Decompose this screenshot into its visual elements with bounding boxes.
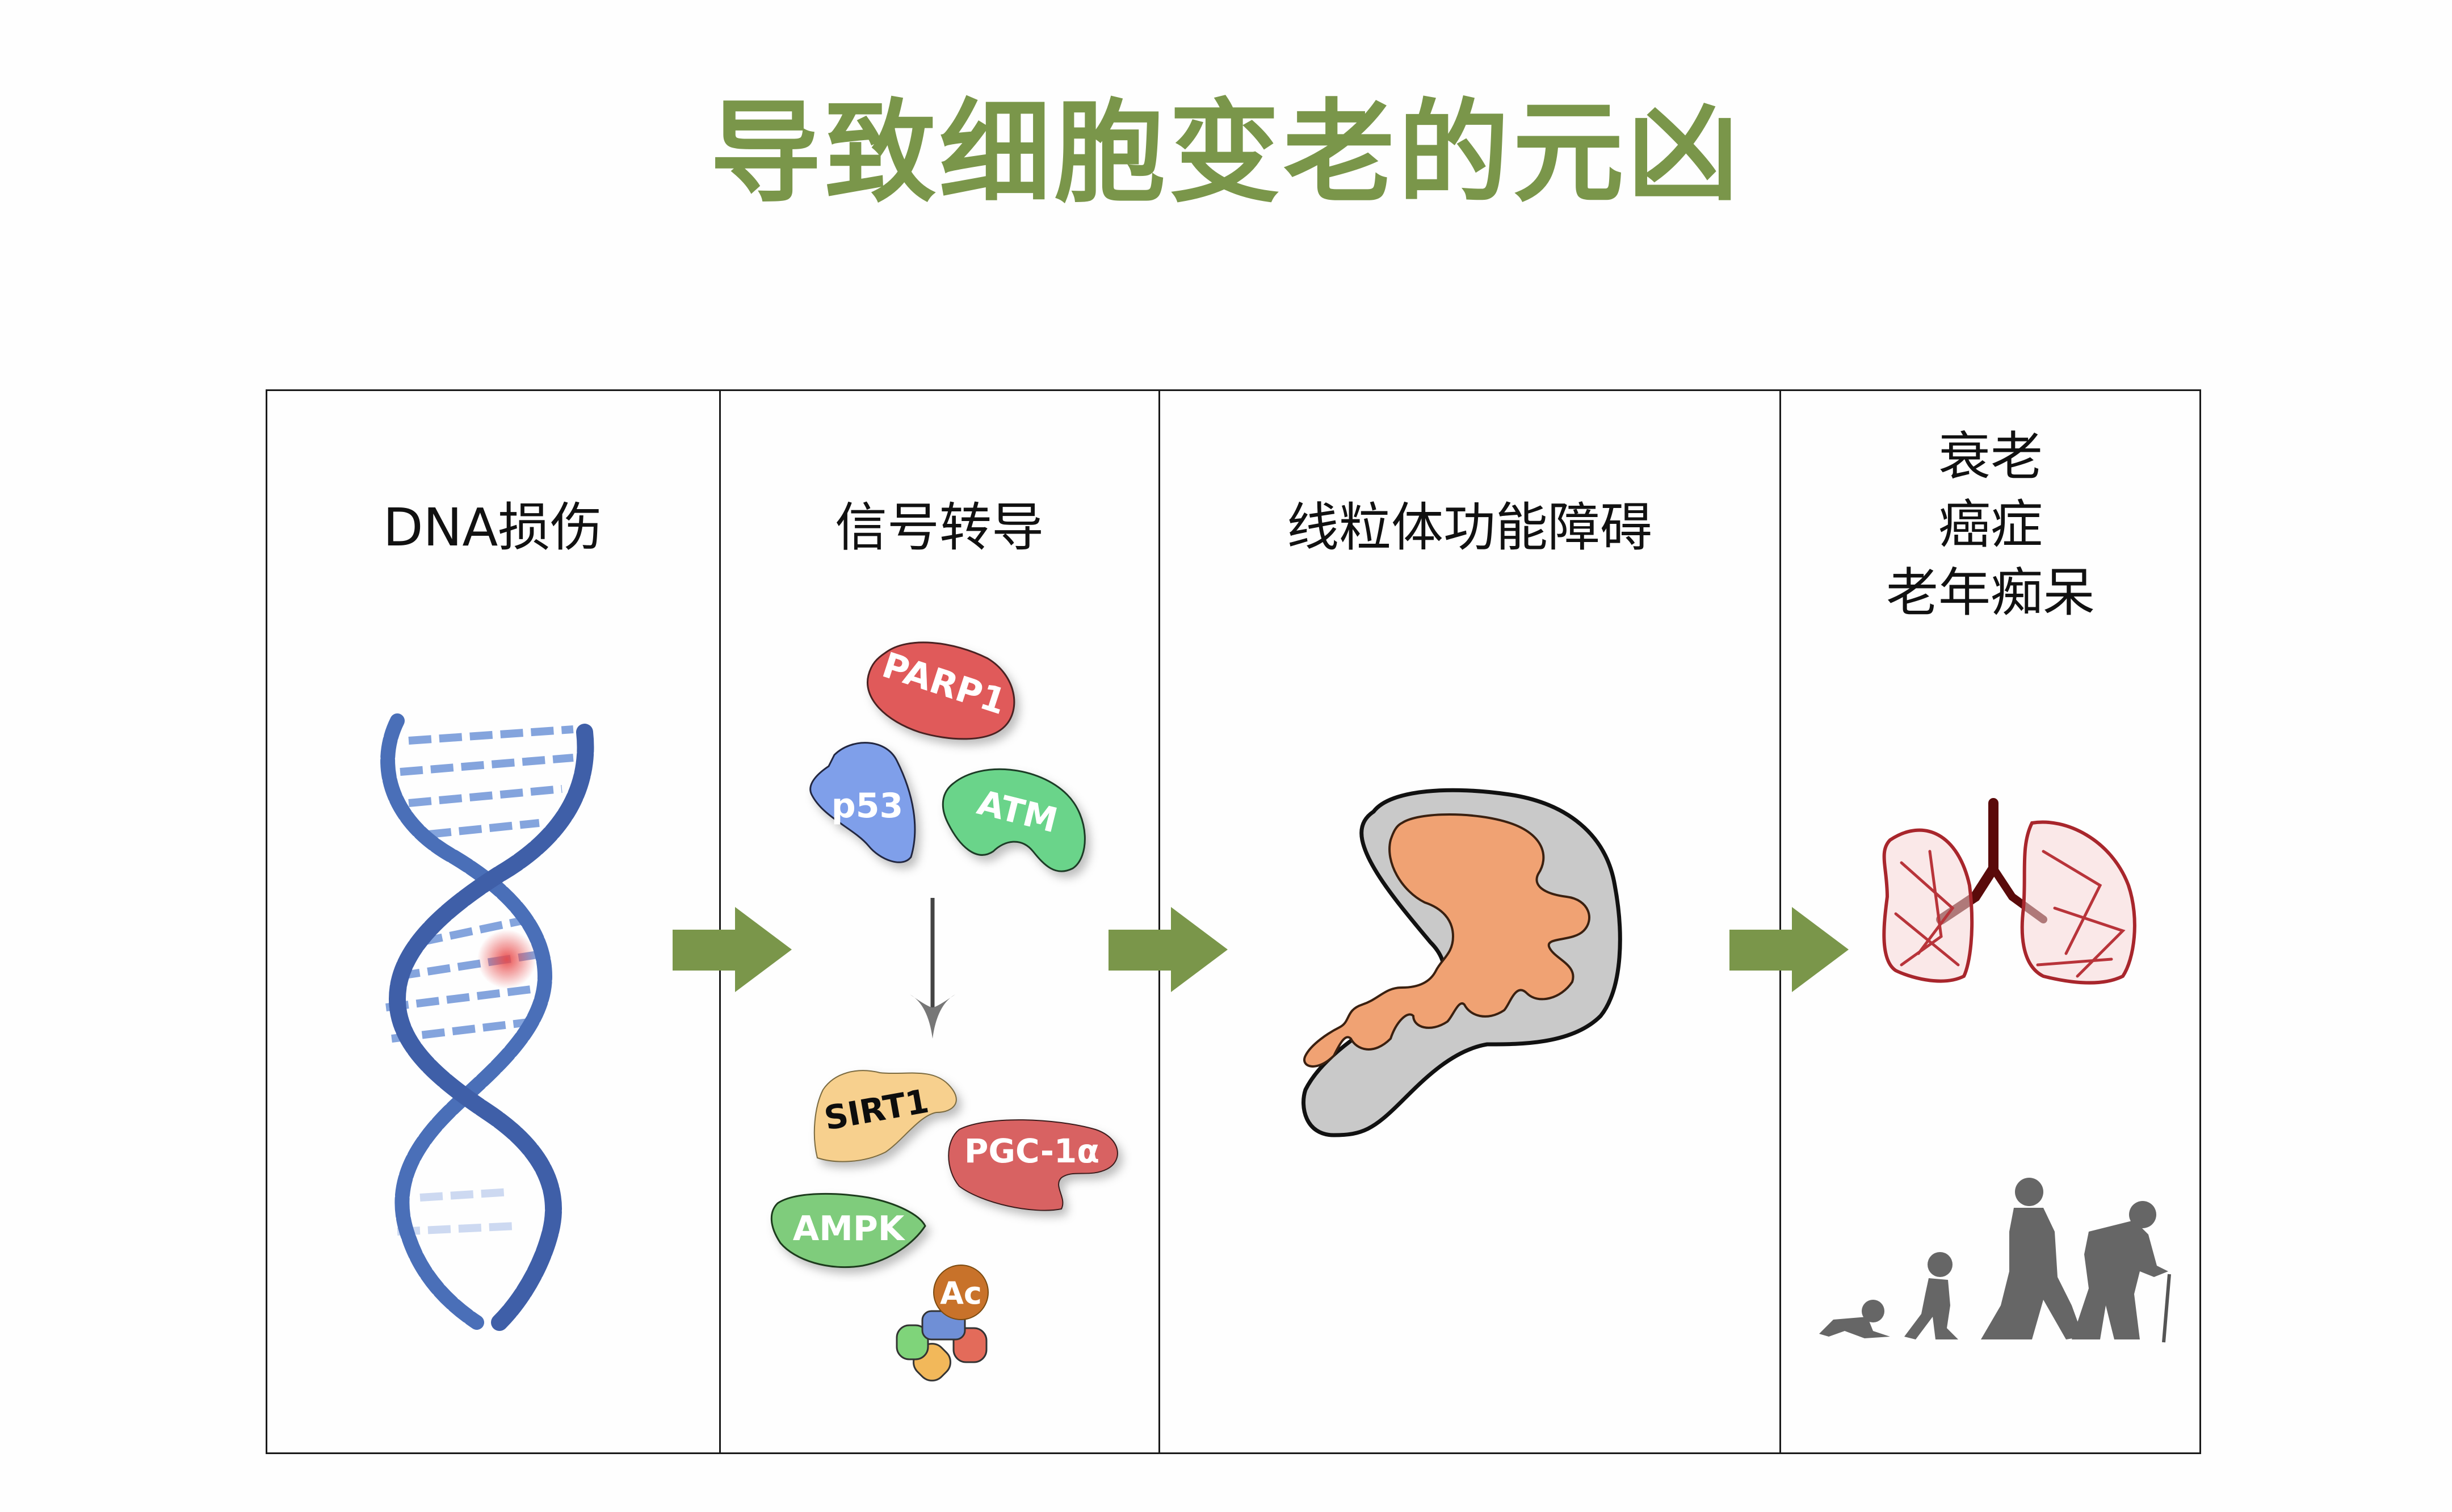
aging-silhouettes-icon — [1819, 1178, 2171, 1343]
outcome-cancer: 癌症 — [1938, 494, 2043, 555]
column-divider-3 — [1779, 389, 1781, 1454]
silhouette-baby — [1819, 1300, 1890, 1338]
heading-dna-damage: DNA损伤 — [383, 497, 603, 558]
protein-parp1: PARP1 — [867, 641, 1015, 740]
dna-strand-a — [380, 713, 553, 1330]
silhouette-elder — [2072, 1201, 2171, 1343]
protein-pgc1a: PGC-1α — [948, 1119, 1118, 1211]
silhouette-child — [1904, 1252, 1958, 1339]
protein-label-ac: Ac — [940, 1275, 982, 1311]
heading-signal-transduction: 信号转导 — [834, 497, 1044, 558]
protein-atm: ATM — [942, 768, 1086, 872]
arrow-right-2 — [1109, 907, 1228, 992]
lungs-icon — [1882, 798, 2136, 985]
heading-mitochondrial-dysfunction: 线粒体功能障碍 — [1286, 497, 1652, 558]
mitochondrion-icon — [1301, 788, 1622, 1137]
protein-label-ampk: AMPK — [793, 1209, 906, 1249]
page-title: 导致细胞变老的元凶 — [709, 89, 1742, 218]
dna-strand-b — [388, 724, 594, 1331]
arrow-down-icon — [910, 898, 955, 1039]
signaling-proteins-icon: PARP1 p53 ATM — [809, 641, 1086, 872]
arrow-right-3 — [1729, 907, 1849, 992]
outcomes-list: 衰老 癌症 老年痴呆 — [1780, 423, 2201, 627]
protein-label-p53: p53 — [832, 786, 903, 826]
dna-damage-spot — [477, 930, 536, 989]
outcome-aging: 衰老 — [1938, 426, 2043, 487]
protein-sirt1: SIRT1 — [813, 1070, 957, 1162]
arrow-right-1 — [673, 907, 792, 992]
silhouette-adult — [1981, 1178, 2083, 1339]
protein-label-pgc1a: PGC-1α — [964, 1132, 1099, 1170]
acetylated-complex-icon: Ac — [896, 1265, 989, 1381]
dna-helix-icon — [380, 713, 594, 1331]
protein-p53: p53 — [809, 742, 916, 863]
outcome-dementia: 老年痴呆 — [1886, 562, 2095, 623]
column-divider-2 — [1158, 389, 1160, 1454]
signaling-proteins-downstream: SIRT1 PGC-1α AMPK Ac — [770, 1070, 1118, 1381]
column-divider-1 — [719, 389, 721, 1454]
diagram-frame — [266, 389, 2201, 1454]
protein-ampk: AMPK — [770, 1192, 926, 1269]
